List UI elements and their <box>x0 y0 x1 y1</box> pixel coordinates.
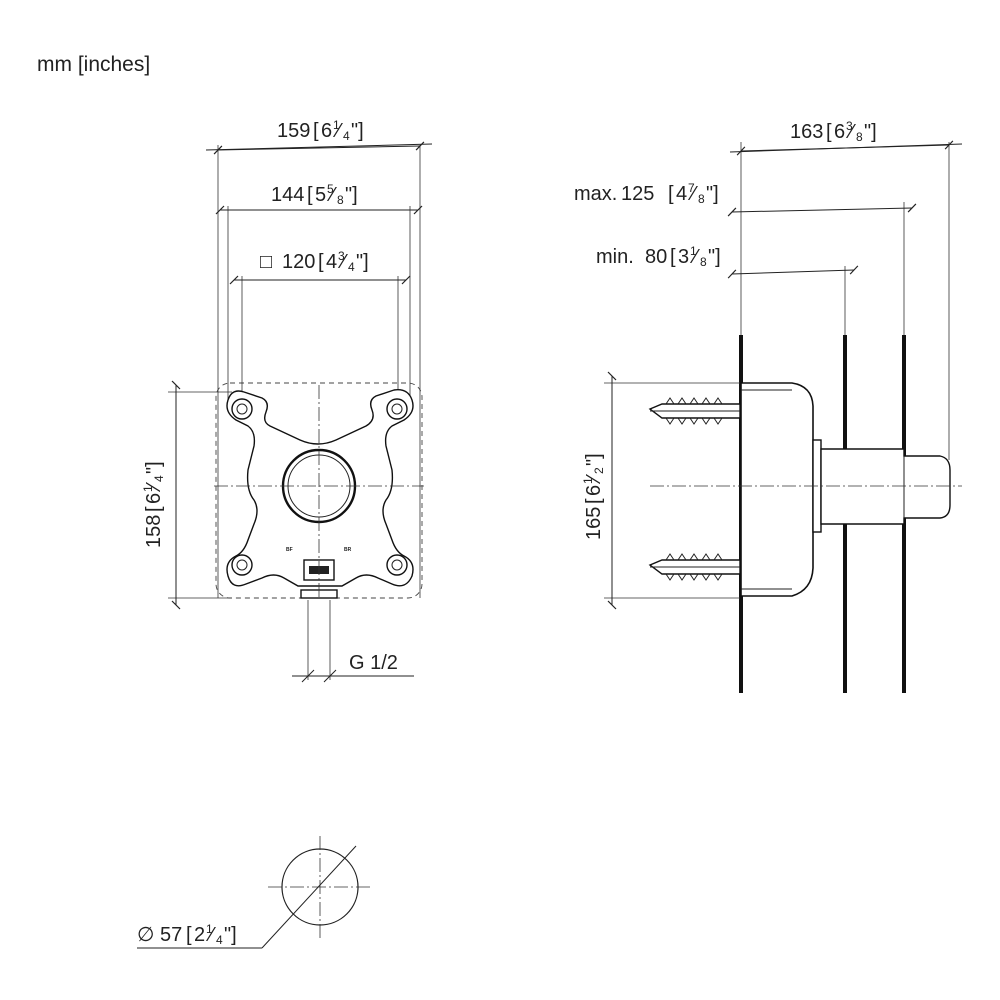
mounting-hole-bottom-right <box>386 554 408 576</box>
mounting-hole-top-right <box>386 398 408 420</box>
svg-text:max.: max. <box>574 183 617 205</box>
svg-text:8: 8 <box>698 192 705 206</box>
svg-text:144: 144 <box>271 184 304 206</box>
svg-text:6: 6 <box>321 120 332 142</box>
svg-text:4: 4 <box>152 475 166 482</box>
svg-text:8: 8 <box>337 193 344 207</box>
svg-text:"]: "] <box>224 924 237 946</box>
svg-text:4: 4 <box>326 251 337 273</box>
svg-text:3: 3 <box>338 249 345 263</box>
cutout-view: ∅ 57 [ 2 1 ⁄ 4 "] <box>137 836 372 949</box>
svg-text:2: 2 <box>592 467 606 474</box>
spindle <box>820 448 951 525</box>
dim-158-label: 158 [ 6 1 ⁄ 4 "] <box>141 461 166 548</box>
svg-text:80: 80 <box>645 246 667 268</box>
svg-text:⁄: ⁄ <box>332 120 343 142</box>
svg-text:6: 6 <box>583 485 605 496</box>
wall-anchor-top <box>648 397 741 425</box>
units-label: mm [inches] <box>37 53 150 76</box>
svg-text:"]: "] <box>864 121 877 143</box>
svg-text:∅: ∅ <box>137 924 154 946</box>
svg-text:57: 57 <box>160 924 182 946</box>
dim-max-label: max. 125 [ 4 7 ⁄ 8 "] <box>574 181 719 206</box>
svg-text:6: 6 <box>834 121 845 143</box>
svg-text:[: [ <box>670 246 676 268</box>
svg-text:120: 120 <box>282 251 315 273</box>
connection-label: G 1/2 <box>349 652 398 674</box>
svg-text:8: 8 <box>856 130 863 144</box>
svg-text:[: [ <box>186 924 192 946</box>
mounting-hole-top-left <box>231 398 253 420</box>
svg-text:2: 2 <box>194 924 205 946</box>
svg-text:⁄: ⁄ <box>337 251 348 273</box>
dim-diameter-label: ∅ 57 [ 2 1 ⁄ 4 "] <box>137 922 237 947</box>
svg-text:⁄: ⁄ <box>687 183 698 205</box>
mounting-hole-bottom-left <box>231 554 253 576</box>
svg-text:"]: "] <box>345 184 358 206</box>
svg-text:158: 158 <box>143 515 165 548</box>
svg-text:[: [ <box>143 506 165 512</box>
front-view: BF BR G 1/2 159 [ 6 1 ⁄ 4 "] 144 [ 5 5 ⁄… <box>141 118 433 683</box>
svg-text:6: 6 <box>143 493 165 504</box>
svg-text:1: 1 <box>141 485 155 492</box>
svg-text:1: 1 <box>206 922 213 936</box>
svg-text:3: 3 <box>846 119 853 133</box>
port-label-right: BR <box>344 547 352 553</box>
dim-159-label: 159 [ 6 1 ⁄ 4 "] <box>277 118 364 143</box>
svg-text:⁄: ⁄ <box>583 474 605 485</box>
svg-text:[: [ <box>307 184 313 206</box>
svg-text:"]: "] <box>356 251 369 273</box>
svg-text:"]: "] <box>351 120 364 142</box>
svg-text:163: 163 <box>790 121 823 143</box>
wall-anchor-bottom <box>648 553 741 581</box>
cutout-leader <box>261 845 357 949</box>
svg-text:1: 1 <box>333 118 340 132</box>
svg-text:□: □ <box>260 251 272 273</box>
svg-text:7: 7 <box>688 181 695 195</box>
svg-text:⁄: ⁄ <box>689 246 700 268</box>
dim-144-label: 144 [ 5 5 ⁄ 8 "] <box>271 182 358 207</box>
svg-text:[: [ <box>826 121 832 143</box>
svg-text:1: 1 <box>690 244 697 258</box>
valve-housing <box>740 382 814 597</box>
svg-text:⁄: ⁄ <box>845 121 856 143</box>
svg-text:4: 4 <box>676 183 687 205</box>
dim-120-label: □ 120 [ 4 3 ⁄ 4 "] <box>260 249 369 274</box>
svg-text:159: 159 <box>277 120 310 142</box>
dim-min-label: min. 80 [ 3 1 ⁄ 8 "] <box>596 244 721 269</box>
svg-text:[: [ <box>313 120 319 142</box>
svg-text:"]: "] <box>583 453 605 466</box>
svg-text:⁄: ⁄ <box>143 482 165 493</box>
svg-text:5: 5 <box>315 184 326 206</box>
dim-163-label: 163 [ 6 3 ⁄ 8 "] <box>790 119 877 144</box>
port-label-left: BF <box>286 547 293 553</box>
dim-line-min <box>727 265 859 279</box>
svg-text:125: 125 <box>621 183 654 205</box>
svg-text:[: [ <box>668 183 674 205</box>
svg-text:4: 4 <box>348 260 355 274</box>
svg-text:⁄: ⁄ <box>326 184 337 206</box>
dim-165-label: 165 [ 6 1 ⁄ 2 "] <box>581 453 606 540</box>
svg-text:4: 4 <box>343 129 350 143</box>
svg-text:[: [ <box>583 498 605 504</box>
svg-text:⁄: ⁄ <box>205 924 216 946</box>
svg-text:[: [ <box>318 251 324 273</box>
svg-text:5: 5 <box>327 182 334 196</box>
svg-text:3: 3 <box>678 246 689 268</box>
svg-text:"]: "] <box>143 461 165 474</box>
svg-text:1: 1 <box>581 477 595 484</box>
svg-text:8: 8 <box>700 255 707 269</box>
svg-text:4: 4 <box>216 933 223 947</box>
dim-line-max <box>727 203 917 217</box>
side-view: 163 [ 6 3 ⁄ 8 "] max. 125 [ 4 7 ⁄ 8 "] m… <box>574 119 963 693</box>
svg-text:min.: min. <box>596 246 634 268</box>
svg-text:165: 165 <box>583 507 605 540</box>
svg-text:"]: "] <box>708 246 721 268</box>
svg-text:"]: "] <box>706 183 719 205</box>
